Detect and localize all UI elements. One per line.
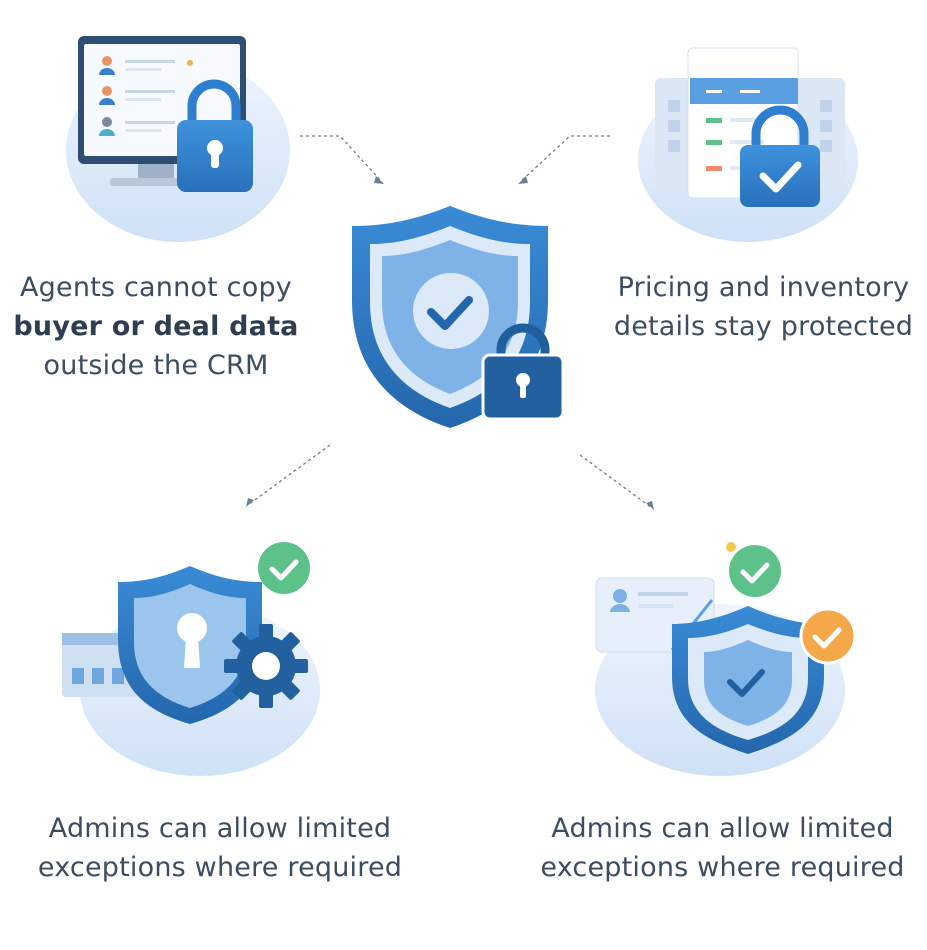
connector-top-right	[519, 135, 610, 183]
caption-bottom-left-line1: Admins can allow limited	[48, 813, 392, 844]
caption-top-left-line3: outside the CRM	[43, 350, 269, 381]
caption-top-left-line1: Agents cannot copy	[20, 272, 292, 303]
pricing-sheet-lock-check-icon	[638, 47, 858, 242]
crm-monitor-lock-icon	[66, 36, 290, 242]
caption-top-right-line1: Pricing and inventory	[617, 272, 910, 303]
shield-check-lock-icon	[352, 206, 565, 428]
connector-arrowheads	[246, 176, 654, 510]
caption-bottom-right-line1: Admins can allow limited	[551, 813, 894, 844]
caption-top-left: Agents cannot copy buyer or deal data ou…	[0, 268, 312, 385]
caption-bottom-left: Admins can allow limited exceptions wher…	[20, 809, 420, 887]
caption-bottom-left-line2: exceptions where required	[37, 852, 403, 883]
connector-bottom-right	[579, 454, 653, 509]
caption-bottom-right: Admins can allow limited exceptions wher…	[520, 809, 925, 887]
connector-lines	[247, 135, 653, 509]
shield-keyhole-gear-icon	[62, 542, 320, 776]
connector-top-left	[300, 135, 383, 183]
caption-top-left-line2: buyer or deal data	[13, 311, 299, 342]
shield-check-badges-icon	[595, 542, 857, 776]
connector-bottom-left	[247, 444, 331, 506]
caption-top-right-line2: details stay protected	[613, 311, 914, 342]
caption-bottom-right-line2: exceptions where required	[540, 852, 905, 883]
caption-top-right: Pricing and inventory details stay prote…	[600, 268, 927, 346]
